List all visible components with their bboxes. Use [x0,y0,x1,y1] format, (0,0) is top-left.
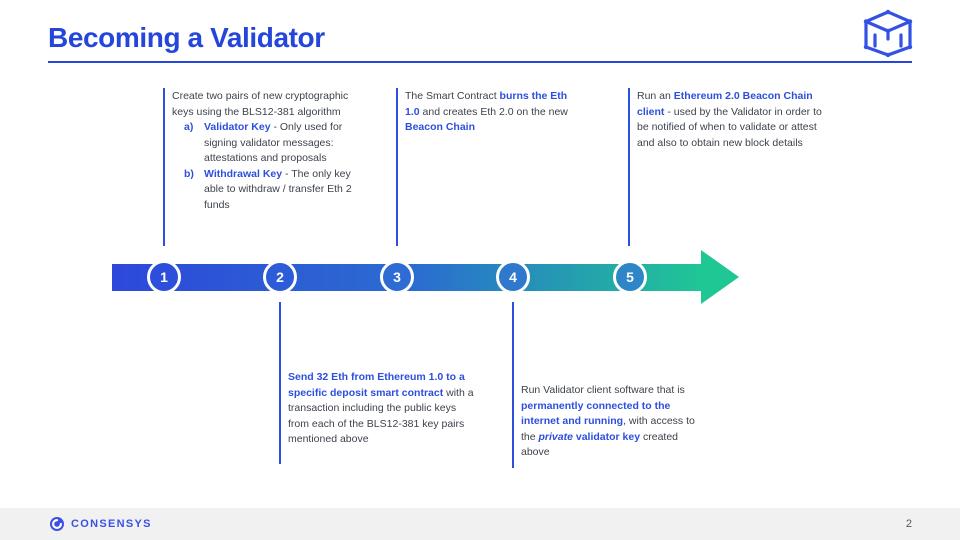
step-number: 1 [160,269,168,285]
brand-name: CONSENSYS [71,518,152,530]
footer: CONSENSYS 2 [0,508,960,540]
brand-logo: CONSENSYS [50,517,152,531]
step-marker-5: 5 [613,260,647,294]
list-body: Withdrawal Key - The only key able to wi… [204,167,352,211]
step-marker-4: 4 [496,260,530,294]
connector-step-2 [279,302,281,464]
step-5-description: Run an Ethereum 2.0 Beacon Chain client … [637,90,822,149]
step-1-intro: Create two pairs of new cryptographic ke… [172,90,349,118]
connector-step-4 [512,302,514,468]
blockchain-cube-icon [862,9,914,59]
step-3-description: The Smart Contract burns the Eth 1.0 and… [405,90,568,133]
step-number: 3 [393,269,401,285]
connector-step-1 [163,88,165,246]
step-number: 4 [509,269,517,285]
consensys-spiral-icon [50,517,64,531]
list-body: Validator Key - Only used for signing va… [204,121,343,164]
step-1-list: a) Validator Key - Only used for signing… [172,120,352,213]
connector-step-3 [396,88,398,246]
step-number: 5 [626,269,634,285]
page-number: 2 [905,518,912,530]
step-number: 2 [276,269,284,285]
connector-step-5 [628,88,630,246]
list-item-a: a) Validator Key - Only used for signing… [184,120,352,167]
step-2-description: Send 32 Eth from Ethereum 1.0 to a speci… [288,371,474,445]
step-1-description: Create two pairs of new cryptographic ke… [172,89,352,213]
title-underline [48,61,912,63]
list-item-b: b) Withdrawal Key - The only key able to… [184,167,352,214]
step-marker-1: 1 [147,260,181,294]
step-marker-3: 3 [380,260,414,294]
list-label: b) [184,167,194,180]
step-marker-2: 2 [263,260,297,294]
timeline-arrowhead-icon [701,250,739,304]
page-title: Becoming a Validator [48,22,325,53]
step-4-description: Run Validator client software that is pe… [521,384,695,458]
list-label: a) [184,121,194,133]
